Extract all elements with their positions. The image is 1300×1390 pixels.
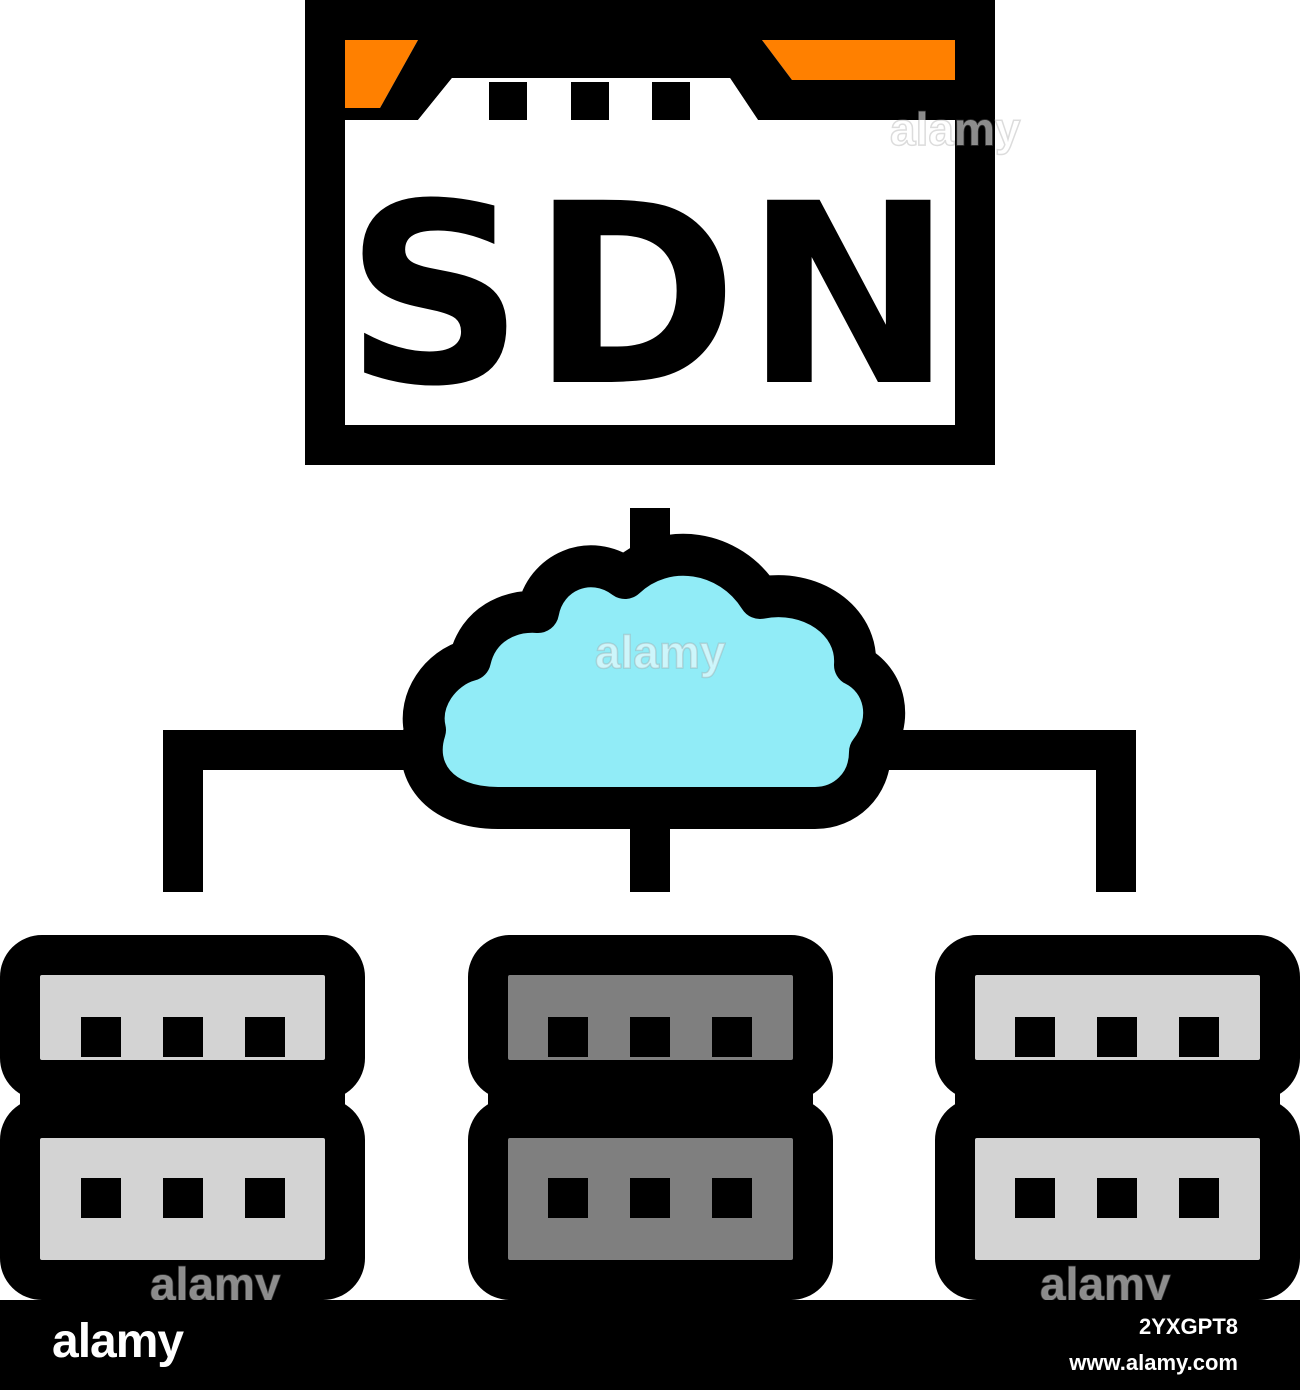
left-branch-vertical	[163, 730, 203, 892]
cloud-icon	[400, 533, 906, 829]
watermark-text: alamy	[890, 103, 1021, 155]
tab-dot-icon	[652, 82, 690, 120]
right-branch-vertical	[1096, 730, 1136, 892]
watermark-layer: alamy alamy alamy alamy	[149, 102, 1171, 1300]
cloud-down-link	[630, 820, 670, 892]
browser-window-icon: SDN	[305, 0, 995, 465]
stock-footer-bar: alamy 2YXGPT8 www.alamy.com	[0, 1300, 1300, 1390]
sdn-network-icon: SDN	[0, 0, 1300, 1300]
watermark-text: alamy	[1040, 1258, 1171, 1300]
network-connectors	[163, 508, 1136, 892]
title-bar-black	[345, 40, 955, 120]
tab-dot-icon	[571, 82, 609, 120]
server-center-icon	[468, 935, 833, 1300]
sdn-label: SDN	[345, 150, 960, 441]
right-branch-horizontal	[878, 730, 1136, 770]
watermark-text: alamy	[595, 626, 726, 678]
server-left-icon	[0, 935, 365, 1300]
footer-brand-logo: alamy	[52, 1315, 184, 1368]
left-branch-horizontal	[163, 730, 425, 770]
server-right-icon	[935, 935, 1300, 1300]
watermark-text: alamy	[150, 1258, 281, 1300]
title-bar-left	[345, 40, 418, 108]
title-bar-right	[762, 40, 955, 80]
image-id-label: 2YXGPT8	[1138, 1314, 1238, 1339]
tab-dot-icon	[489, 82, 527, 120]
site-url-label: www.alamy.com	[1069, 1350, 1238, 1375]
